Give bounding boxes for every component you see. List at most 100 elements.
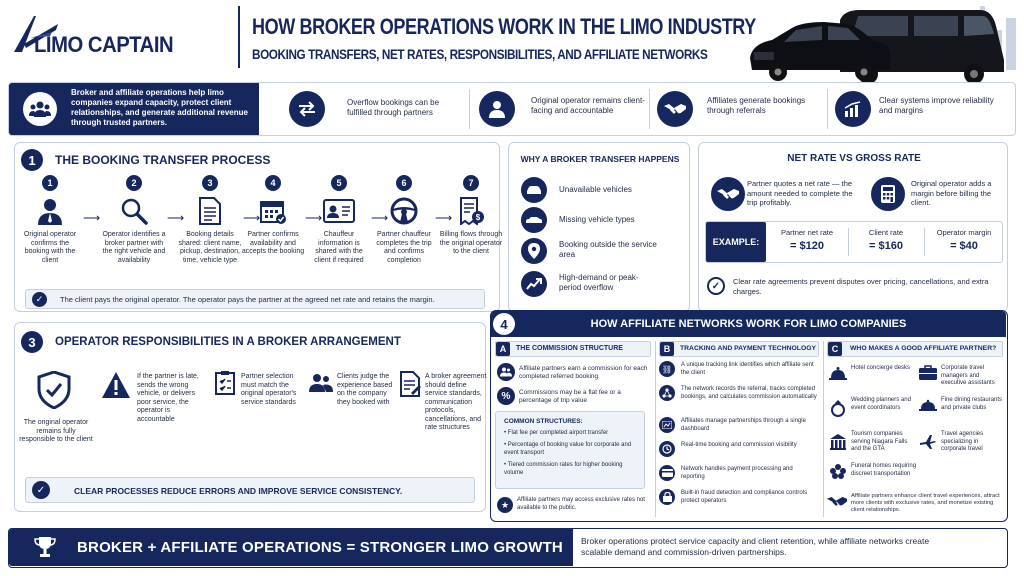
why-item: Missing vehicle types xyxy=(521,207,687,233)
process-step: 2 Operator identifies a broker partner w… xyxy=(101,175,167,283)
step-number: 4 xyxy=(265,175,281,191)
bell-icon xyxy=(829,365,847,381)
col-header: A THE COMMISSION STRUCTURE xyxy=(495,341,651,357)
process-step: 5 Chauffeur information is shared with t… xyxy=(307,175,371,283)
header: LIMO CAPTAIN HOW BROKER OPERATIONS WORK … xyxy=(0,0,1024,84)
logo-swoosh-icon xyxy=(14,16,58,52)
section-title: HOW AFFILIATE NETWORKS WORK FOR LIMO COM… xyxy=(590,318,907,330)
intro-summary: Broker and affiliate operations help lim… xyxy=(9,83,259,135)
partner-text: Corporate travel managers and executive … xyxy=(941,365,995,386)
page-subtitle: BOOKING TRANSFERS, NET RATES, RESPONSIBI… xyxy=(252,46,708,62)
footer-left: BROKER + AFFILIATE OPERATIONS = STRONGER… xyxy=(9,529,573,566)
flower-icon xyxy=(829,463,847,481)
step-text: Booking details shared: client name, pic… xyxy=(178,231,242,264)
responsibility-item: Clients judge the experience based on th… xyxy=(309,371,397,451)
calendar-icon xyxy=(260,201,286,224)
net-left-text: Partner quotes a net rate — the amount n… xyxy=(747,179,853,207)
col-letter: C xyxy=(828,342,842,356)
people-icon xyxy=(309,374,333,392)
section-net-rate: NET RATE VS GROSS RATE Partner quotes a … xyxy=(698,142,1008,312)
people-icon xyxy=(497,363,515,381)
step-number: 5 xyxy=(331,175,347,191)
plane-icon xyxy=(919,433,937,451)
group-icon xyxy=(23,92,57,126)
handshake-icon xyxy=(711,177,745,211)
why-item-text: Missing vehicle types xyxy=(559,215,635,224)
agreement-icon xyxy=(400,371,421,397)
step-number: 1 xyxy=(42,175,58,191)
partner-footer: Affiliate partners enhance client travel… xyxy=(851,493,1000,514)
section-affiliate-networks: 4 HOW AFFILIATE NETWORKS WORK FOR LIMO C… xyxy=(490,310,1008,522)
commission-text: Affiliate partners earn a commission for… xyxy=(519,365,648,380)
section-booking-transfer: 1 THE BOOKING TRANSFER PROCESS 1 Origina… xyxy=(14,142,503,312)
responsibility-item: Partner selection must match the origina… xyxy=(215,371,305,451)
swap-arrows-icon xyxy=(289,91,325,127)
location-pin-icon xyxy=(521,238,547,264)
divider xyxy=(823,341,824,517)
commission-footer: Affiliate partners may access exclusive … xyxy=(517,497,645,511)
section-why-broker: WHY A BROKER TRANSFER HAPPENS Unavailabl… xyxy=(508,142,690,312)
vehicles-illustration xyxy=(750,6,1016,84)
step-text: Operator identifies a broker partner wit… xyxy=(102,231,166,264)
trophy-icon xyxy=(33,535,57,559)
responsibility-text: A broker agreement should define service… xyxy=(425,373,487,431)
partner-text: Funeral homes requiring discreet transpo… xyxy=(851,463,917,477)
network-icon xyxy=(659,385,675,401)
footer-text: Broker operations protect service capaci… xyxy=(581,536,930,557)
responsibility-text: Partner selection must match the origina… xyxy=(241,373,297,406)
divider xyxy=(655,341,656,517)
link-icon: ⛓ xyxy=(659,361,675,377)
process-step: 3 Booking details shared: client name, p… xyxy=(177,175,243,283)
responsibility-text: Clients judge the experience based on th… xyxy=(337,373,393,406)
partner-text: Fine dining restaurants and private club… xyxy=(941,397,1003,411)
building-icon xyxy=(829,433,847,451)
section-number: 1 xyxy=(21,149,43,171)
process-step: 4 Partner confirms availability and acce… xyxy=(241,175,305,283)
process-step: 7 $ Billing flows through the original o… xyxy=(439,175,503,283)
partner-text: Wedding planners and event coordinators xyxy=(851,397,911,411)
step-number: 6 xyxy=(396,175,412,191)
col-title: WHO MAKES A GOOD AFFILIATE PARTNER? xyxy=(850,345,997,352)
example-col: Operator margin = $40 xyxy=(926,228,1002,252)
example-col: Client rate = $160 xyxy=(850,228,922,252)
arrow-right-icon: ⟶ xyxy=(243,211,261,225)
intro-item: Overflow bookings can be fulfilled throu… xyxy=(289,89,469,129)
why-title: WHY A BROKER TRANSFER HAPPENS xyxy=(520,154,680,164)
check-circle-icon: ✓ xyxy=(32,481,50,499)
common-item-text: Flat fee per completed airport transfer xyxy=(507,430,609,436)
payment-note-text: The client pays the original operator. T… xyxy=(60,295,435,304)
net-right-text: Original operator adds a margin before b… xyxy=(911,179,992,207)
tracking-text: A unique tracking link identifies which … xyxy=(681,362,814,376)
briefcase-icon xyxy=(919,365,937,381)
lock-icon xyxy=(659,489,675,505)
col-title: THE COMMISSION STRUCTURE xyxy=(516,345,623,352)
step-text: Partner chauffeur completes the trip and… xyxy=(376,231,432,264)
process-banner: ✓ CLEAR PROCESSES REDUCE ERRORS AND IMPR… xyxy=(25,477,475,503)
col-letter: B xyxy=(660,342,674,356)
step-text: Billing flows through the original opera… xyxy=(439,231,503,255)
search-icon xyxy=(121,198,148,225)
process-banner-text: CLEAR PROCESSES REDUCE ERRORS AND IMPROV… xyxy=(74,486,403,496)
s4-header: 4 HOW AFFILIATE NETWORKS WORK FOR LIMO C… xyxy=(491,311,1006,337)
col-letter: A xyxy=(496,342,510,356)
user-icon xyxy=(479,91,515,127)
arrow-right-icon: ⟶ xyxy=(435,211,453,225)
col-commission: A THE COMMISSION STRUCTURE Affiliate par… xyxy=(495,341,651,519)
logo: LIMO CAPTAIN xyxy=(12,14,230,64)
peak-icon xyxy=(521,271,547,297)
warning-icon xyxy=(102,372,130,398)
shield-block: The original operator remains fully resp… xyxy=(19,367,93,463)
divider xyxy=(848,228,849,256)
col-partners: C WHO MAKES A GOOD AFFILIATE PARTNER? Ho… xyxy=(827,341,1003,519)
why-item-text: High-demand or peak-period overflow xyxy=(559,273,639,292)
partner-text: Tourism companies serving Niagara Falls … xyxy=(851,431,908,452)
invoice-icon: $ xyxy=(460,197,484,225)
example-col-label: Operator margin xyxy=(936,228,992,237)
example-col-label: Partner net rate xyxy=(780,228,834,237)
calculator-icon xyxy=(871,177,905,211)
tracking-text: The network records the referral, tracks… xyxy=(681,386,817,400)
steering-wheel-icon xyxy=(390,197,418,225)
why-item-text: Unavailable vehicles xyxy=(559,185,632,194)
divider xyxy=(469,89,470,129)
step-text: Original operator confirms the booking w… xyxy=(23,231,77,264)
